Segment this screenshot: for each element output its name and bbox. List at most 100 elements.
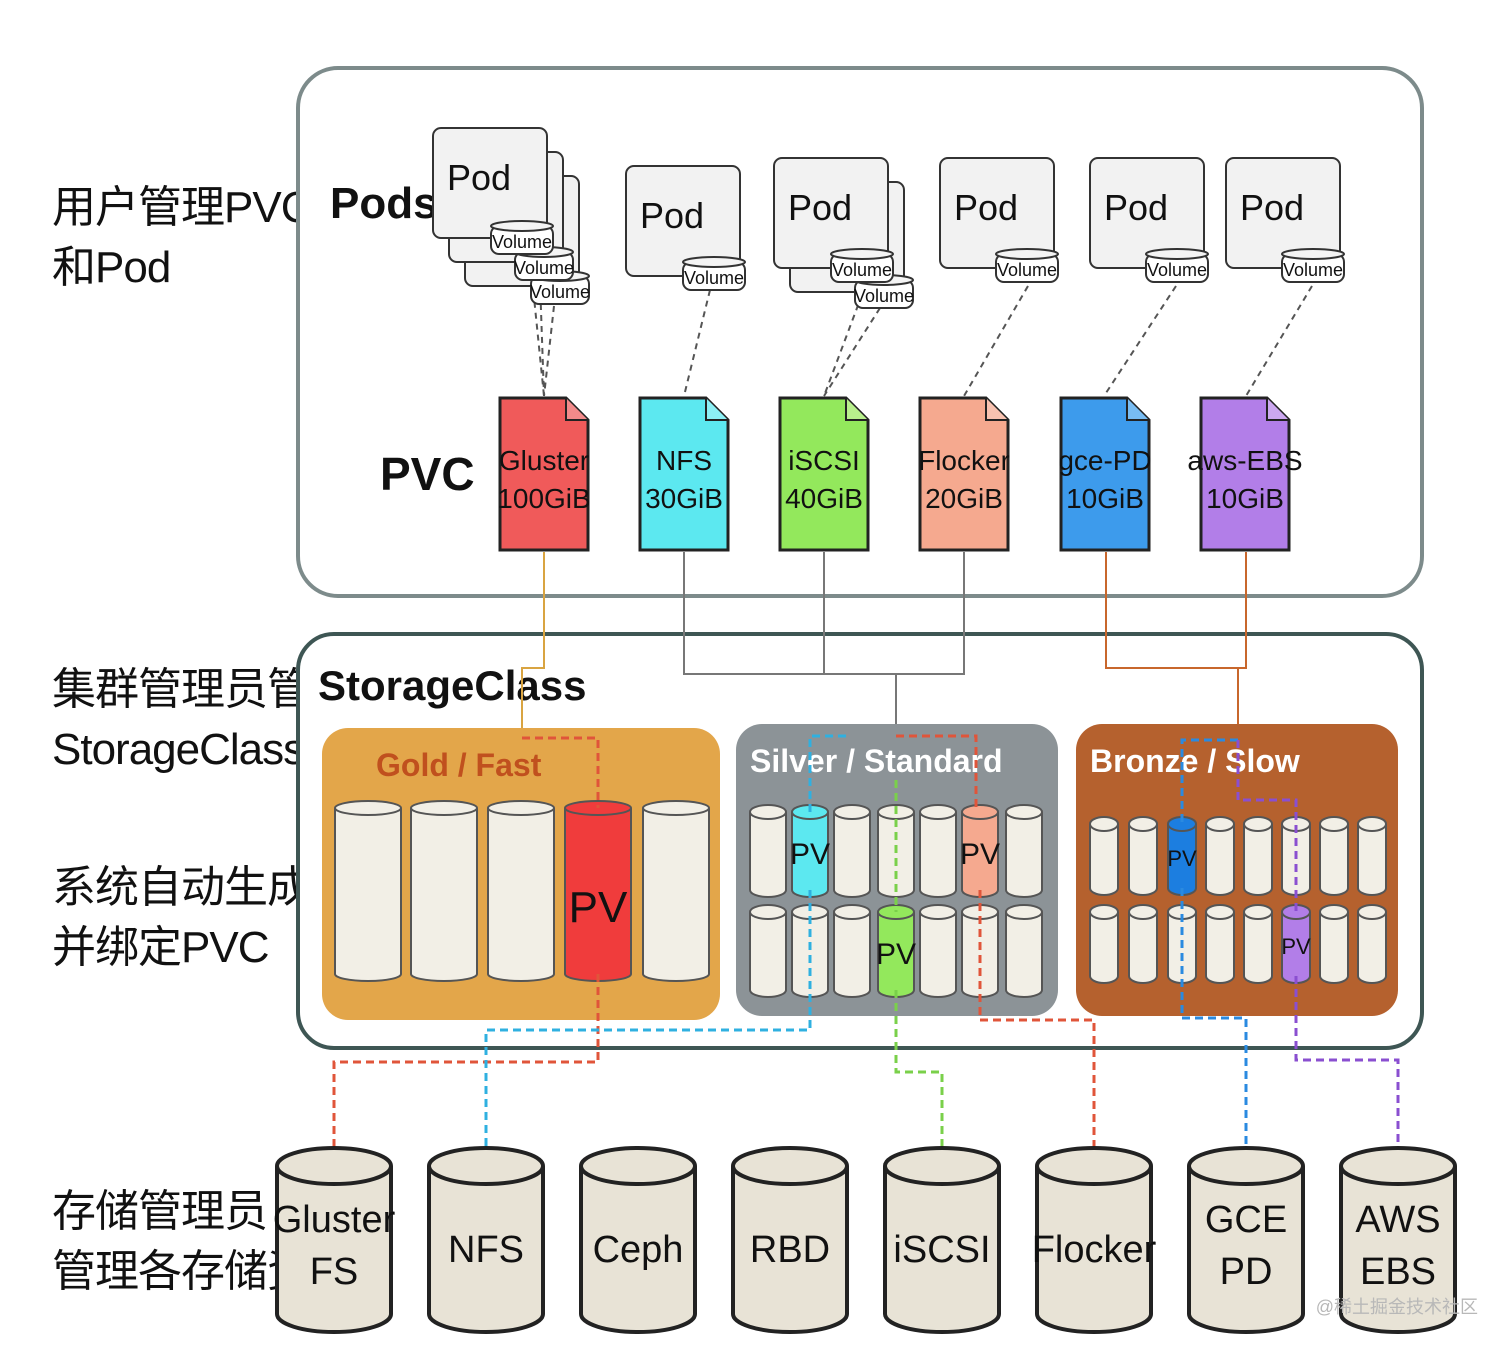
- backend-nfs: NFS: [427, 1146, 545, 1334]
- pod-label: Pod: [954, 187, 1018, 228]
- gce-pv-link: [1180, 738, 1238, 824]
- gce-backend-link: [1180, 888, 1248, 1146]
- pvc-size: 30GiB: [645, 483, 723, 514]
- pvc-fold: [705, 398, 728, 421]
- pods-title: Pods: [330, 179, 438, 228]
- pvc-name: NFS: [656, 445, 712, 476]
- disk-cylinder: [487, 808, 555, 982]
- watermark: @稀土掘金技术社区: [1315, 1297, 1478, 1317]
- disk-cylinder-top: [1128, 904, 1158, 920]
- backend-cylinder-top: [1035, 1146, 1153, 1186]
- disk-cylinder: [1319, 824, 1349, 896]
- backend-ceph: Ceph: [579, 1146, 697, 1334]
- backend-cylinder: [1339, 1166, 1457, 1334]
- backend-rbd: RBD: [731, 1146, 849, 1334]
- disk-cylinder: [1128, 824, 1158, 896]
- disk-cylinder-top: [642, 800, 710, 816]
- pvc-name: aws-EBS: [1187, 445, 1302, 476]
- layer-label-user: 用户管理PVC 和Pod: [52, 178, 312, 298]
- gluster-backend-link: [332, 974, 600, 1146]
- disk-cylinder: [1205, 824, 1235, 896]
- disk-cylinder-top: [410, 800, 478, 816]
- backend-label: Flocker: [1032, 1229, 1157, 1271]
- disk-cylinder: [1357, 912, 1387, 984]
- disk-cylinder: [833, 912, 871, 998]
- disk-cylinder: [833, 812, 871, 898]
- volume-label: Volume: [530, 282, 590, 302]
- backend-cylinder-top: [731, 1146, 849, 1186]
- pvc-document: [638, 396, 730, 552]
- backend-cylinder: [883, 1166, 1001, 1334]
- backend-cylinder: [731, 1166, 849, 1334]
- backend-label: FS: [310, 1251, 359, 1293]
- pod-group: VolumeVolumePodVolumePodVolumeVolumePodV…: [432, 127, 1345, 309]
- pod-label: Pod: [447, 157, 511, 198]
- storage-class-label: Gold / Fast: [376, 747, 542, 783]
- disk-cylinder: [1205, 912, 1235, 984]
- disk-cylinder-top: [1089, 816, 1119, 832]
- disk-cylinder: [1089, 824, 1119, 896]
- storage-class-label: Silver / Standard: [750, 743, 1003, 779]
- nfs-backend-link: [484, 890, 812, 1146]
- storageclass-title: StorageClass: [318, 662, 586, 709]
- backend-cylinder: [275, 1166, 393, 1334]
- pvc-size: 20GiB: [925, 483, 1003, 514]
- pvc-name: gce-PD: [1058, 445, 1151, 476]
- pvc-group: Gluster100GiBNFS30GiBiSCSI40GiBFlocker20…: [497, 396, 1303, 552]
- disk-cylinder: [1357, 824, 1387, 896]
- pvc-size: 40GiB: [785, 483, 863, 514]
- backend-flocker: Flocker: [1032, 1146, 1157, 1334]
- pvc-fold: [985, 398, 1008, 421]
- pvc-fold: [1126, 398, 1149, 421]
- pvc-size: 10GiB: [1206, 483, 1284, 514]
- disk-cylinder-top: [919, 804, 957, 820]
- disk-cylinder-top: [1089, 904, 1119, 920]
- volume-label: Volume: [1147, 260, 1207, 280]
- volume-label: Volume: [514, 258, 574, 278]
- volume-label: Volume: [997, 260, 1057, 280]
- aws-backend-link: [1294, 976, 1400, 1146]
- pod-label: Pod: [1240, 187, 1304, 228]
- disk-cylinder-top: [1243, 904, 1273, 920]
- pvc-document: [778, 396, 870, 552]
- disk-cylinder: [919, 812, 957, 898]
- disk-cylinder-top: [749, 804, 787, 820]
- disk-cylinder-top: [1128, 816, 1158, 832]
- claim-link: [683, 289, 711, 397]
- pvc-document: [918, 396, 1010, 552]
- backend-cylinder-top: [275, 1146, 393, 1186]
- backend-cylinder: [427, 1166, 545, 1334]
- volume-top: [995, 248, 1059, 260]
- pvc-document: [1199, 396, 1291, 552]
- disk-cylinder-top: [1205, 816, 1235, 832]
- disk-cylinder: [1089, 912, 1119, 984]
- pvc-size: 100GiB: [497, 483, 590, 514]
- backend-cylinder: [1035, 1166, 1153, 1334]
- volume-top: [682, 256, 746, 268]
- flocker-pv-link: [896, 734, 978, 812]
- backend-label: EBS: [1360, 1251, 1436, 1293]
- layer-label-line: 和Pod: [52, 243, 171, 292]
- volume-top: [490, 220, 554, 232]
- backend-cylinder-top: [579, 1146, 697, 1186]
- bronze-binding-line: [1105, 552, 1247, 669]
- pvc-document: [1059, 396, 1151, 552]
- disk-cylinder: [410, 808, 478, 982]
- gold-binding-line: [521, 552, 545, 738]
- pv-label: PV: [876, 938, 916, 971]
- backend-iscsi: iSCSI: [883, 1146, 1001, 1334]
- disk-cylinder: [749, 812, 787, 898]
- backend-cylinder-top: [427, 1146, 545, 1186]
- gluster-pv-link: [522, 736, 600, 808]
